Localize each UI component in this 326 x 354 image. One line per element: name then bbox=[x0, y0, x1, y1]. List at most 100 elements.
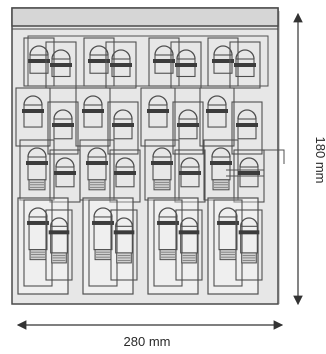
part-frame bbox=[23, 199, 53, 287]
part-barrel bbox=[53, 118, 73, 140]
part-barrel bbox=[29, 54, 49, 74]
part-collar bbox=[151, 161, 173, 165]
part-barrel bbox=[176, 58, 196, 78]
part-collar bbox=[22, 109, 44, 113]
part-collar bbox=[175, 63, 197, 67]
part-barrel bbox=[213, 54, 233, 74]
part-frame bbox=[235, 209, 263, 281]
tray-row-1 bbox=[27, 35, 269, 87]
part-collar bbox=[82, 109, 104, 113]
part-collar bbox=[147, 109, 169, 113]
part-collar bbox=[157, 220, 179, 225]
part-frame bbox=[75, 87, 111, 147]
part-frame bbox=[15, 87, 51, 147]
part-frame bbox=[213, 199, 243, 287]
part-barrel bbox=[180, 166, 200, 188]
part-barrel bbox=[55, 166, 75, 188]
part-dome bbox=[113, 109, 133, 120]
part-barrel bbox=[178, 118, 198, 140]
front-bin bbox=[82, 197, 134, 295]
part-dome bbox=[176, 49, 196, 60]
part-collar bbox=[54, 171, 76, 175]
part-dome bbox=[237, 109, 257, 120]
part-barrel bbox=[115, 166, 135, 188]
part-dome bbox=[148, 95, 168, 106]
part-collar bbox=[178, 230, 200, 235]
part-dome bbox=[180, 157, 200, 168]
front-bin bbox=[17, 197, 69, 295]
part-collar bbox=[48, 230, 70, 235]
part-barrel bbox=[148, 104, 168, 128]
part-frame bbox=[110, 209, 138, 281]
part-dome bbox=[240, 217, 258, 227]
part-dome bbox=[53, 109, 73, 120]
part-frame bbox=[47, 101, 79, 155]
part-collar bbox=[92, 220, 114, 225]
part-barrel bbox=[154, 54, 174, 74]
clip-bracket bbox=[226, 175, 265, 190]
part-barrel bbox=[235, 58, 255, 78]
part-barrel bbox=[239, 166, 259, 188]
part-collar bbox=[153, 59, 175, 63]
part-collar bbox=[50, 63, 72, 67]
part-frame bbox=[107, 101, 139, 155]
part-dome bbox=[178, 109, 198, 120]
part-collar bbox=[238, 230, 260, 235]
part-frame bbox=[105, 41, 137, 89]
height-dimension: 180 mm bbox=[293, 12, 326, 306]
part-collar bbox=[26, 161, 48, 165]
part-collar bbox=[27, 220, 49, 225]
part-barrel bbox=[23, 104, 43, 128]
part-collar bbox=[238, 171, 260, 175]
part-collar bbox=[234, 63, 256, 67]
part-collar bbox=[217, 220, 239, 225]
part-barrel bbox=[113, 118, 133, 140]
part-collar bbox=[110, 63, 132, 67]
part-frame bbox=[45, 209, 73, 281]
part-frame bbox=[140, 87, 176, 147]
width-dimension: 280 mm bbox=[16, 320, 284, 349]
case-contents bbox=[15, 35, 285, 295]
case-lid bbox=[11, 7, 279, 27]
part-dome bbox=[83, 95, 103, 106]
part-dome bbox=[213, 45, 233, 56]
part-collar bbox=[86, 161, 108, 165]
part-frame bbox=[88, 199, 118, 287]
part-dome bbox=[152, 147, 172, 158]
part-dome bbox=[154, 45, 174, 56]
part-dome bbox=[207, 95, 227, 106]
part-collar bbox=[206, 109, 228, 113]
part-dome bbox=[51, 49, 71, 60]
part-dome bbox=[89, 45, 109, 56]
part-barrel bbox=[89, 54, 109, 74]
part-frame bbox=[170, 41, 202, 89]
width-label: 280 mm bbox=[124, 334, 171, 349]
part-dome bbox=[235, 49, 255, 60]
part-barrel bbox=[207, 104, 227, 128]
part-frame bbox=[153, 199, 183, 287]
part-frame bbox=[175, 209, 203, 281]
part-frame bbox=[174, 149, 206, 203]
part-dome bbox=[111, 49, 131, 60]
part-frame bbox=[109, 149, 141, 203]
part-frame bbox=[229, 41, 261, 89]
part-dome bbox=[115, 217, 133, 227]
part-collar bbox=[112, 123, 134, 127]
clip-bracket bbox=[246, 149, 285, 164]
part-dome bbox=[27, 147, 47, 158]
part-collar bbox=[236, 123, 258, 127]
part-barrel bbox=[237, 118, 257, 140]
part-dome bbox=[239, 157, 259, 168]
part-dome bbox=[50, 217, 68, 227]
part-collar bbox=[210, 161, 232, 165]
front-bin bbox=[147, 197, 199, 295]
part-dome bbox=[23, 95, 43, 106]
part-dome bbox=[211, 147, 231, 158]
part-barrel bbox=[111, 58, 131, 78]
part-collar bbox=[177, 123, 199, 127]
part-collar bbox=[179, 171, 201, 175]
part-frame bbox=[45, 41, 77, 89]
part-barrel bbox=[83, 104, 103, 128]
part-frame bbox=[199, 87, 235, 147]
